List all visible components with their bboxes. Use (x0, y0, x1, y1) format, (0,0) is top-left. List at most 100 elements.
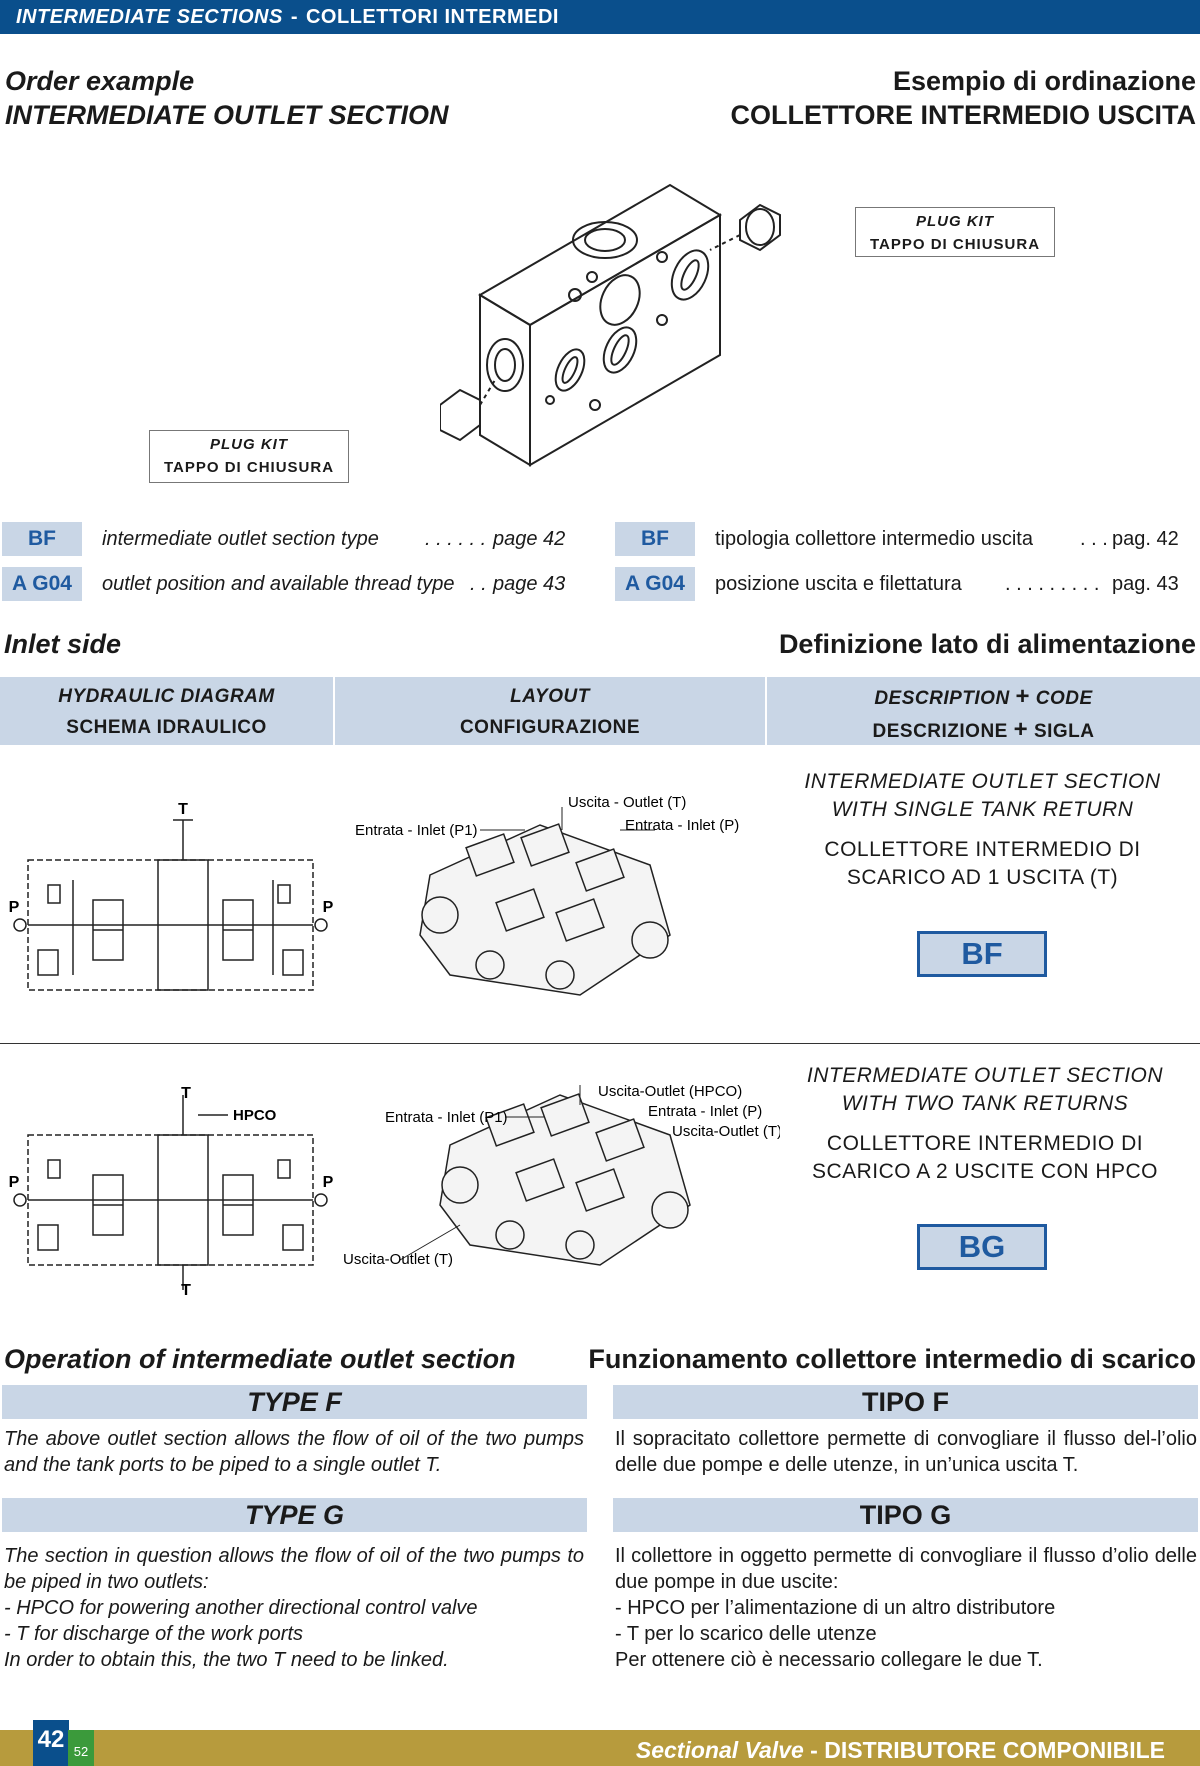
inlet-side-title: Inlet side (4, 629, 122, 659)
col1-en: HYDRAULIC DIAGRAM (58, 686, 275, 707)
code-page-en-2: page 43 (493, 573, 566, 595)
label-inlet-p-bg: Entrata - Inlet (P) (648, 1103, 762, 1120)
code-badge-ag04: A G04 (2, 567, 82, 601)
table-header: HYDRAULIC DIAGRAM SCHEMA IDRAULICO LAYOU… (0, 677, 1200, 745)
footer-dash: - (810, 1737, 818, 1763)
order-example-en: Order example INTERMEDIATE OUTLET SECTIO… (5, 64, 449, 132)
diag-hpco-bg: HPCO (233, 1107, 277, 1124)
col3-it: DESCRIZIONE (872, 721, 1008, 742)
type-g-en-line1: The section in question allows the flow … (4, 1545, 584, 1593)
footer-title: Sectional Valve - DISTRIBUTORE COMPONIBI… (636, 1730, 1165, 1766)
label-outlet-t-left-bg: Uscita-Outlet (T) (343, 1251, 453, 1268)
type-g-en-line4: In order to obtain this, the two T need … (4, 1649, 449, 1671)
diag-t-top-bg: T (181, 1085, 191, 1102)
header-title-it: COLLETTORI INTERMEDI (305, 6, 559, 28)
label-outlet-t-bf: Uscita - Outlet (T) (568, 794, 686, 811)
code-desc-en: intermediate outlet section type (102, 528, 379, 550)
code-dots-it: . . . (1080, 528, 1108, 550)
type-g-text-en: The section in question allows the flow … (4, 1543, 584, 1673)
code-page-en: page 42 (493, 528, 566, 550)
col3-en: DESCRIPTION (874, 688, 1010, 709)
desc-bg-en: INTERMEDIATE OUTLET SECTION WITH TWO TAN… (806, 1064, 1164, 1115)
col2-it: CONFIGURAZIONE (459, 717, 641, 738)
operation-title-it: Funzionamento collettore intermedio di s… (588, 1344, 1196, 1374)
type-g-bar-en: TYPE G (2, 1498, 587, 1532)
layout-drawing-bg: Entrata - Inlet (P1) Uscita-Outlet (HPCO… (343, 1083, 780, 1268)
operation-title-en: Operation of intermediate outlet section (4, 1344, 516, 1374)
code-badge-bf-it: BF (615, 522, 695, 556)
diag-p-right-bg: P (323, 1174, 334, 1191)
plug-kit-it-left: TAPPO DI CHIUSURA (163, 459, 335, 476)
col-description-code: DESCRIPTION + CODE DESCRIZIONE + SIGLA (767, 677, 1200, 745)
page-number-small: 52 (68, 1730, 94, 1766)
col3-en2: CODE (1035, 688, 1093, 709)
type-g-en-line3: - T for discharge of the work ports (4, 1623, 304, 1645)
type-f-text-it: Il sopracitato collettore permette di co… (615, 1428, 1197, 1476)
col3-plus: + (1015, 683, 1030, 710)
hydraulic-diagram-bf: T P P (9, 801, 334, 991)
col3-it2: SIGLA (1033, 721, 1095, 742)
label-outlet-hpco-bg: Uscita-Outlet (HPCO) (598, 1083, 742, 1100)
label-outlet-t-right-bg: Uscita-Outlet (T) (672, 1123, 780, 1140)
col-hydraulic-diagram: HYDRAULIC DIAGRAM SCHEMA IDRAULICO (0, 677, 333, 745)
header-bar: INTERMEDIATE SECTIONS-COLLETTORI INTERME… (0, 0, 1200, 34)
col2-en: LAYOUT (510, 686, 590, 707)
diag-p-left: P (9, 899, 20, 916)
code-desc-it-2: posizione uscita e filettatura (715, 573, 962, 595)
description-bg: INTERMEDIATE OUTLET SECTION WITH TWO TAN… (785, 1062, 1185, 1186)
type-g-en-line2: - HPCO for powering another directional … (4, 1597, 478, 1619)
desc-bf-it: COLLETTORE INTERMEDIO DI SCARICO AD 1 US… (824, 838, 1141, 889)
type-f-bar-en: TYPE F (2, 1385, 587, 1419)
col1-it: SCHEMA IDRAULICO (66, 717, 267, 738)
code-desc-en-2: outlet position and available thread typ… (102, 573, 455, 595)
label-inlet-p1-bf: Entrata - Inlet (P1) (355, 822, 478, 839)
type-g-it-line2: - HPCO per l’alimentazione di un altro d… (615, 1597, 1056, 1619)
type-f-text-en: The above outlet section allows the flow… (4, 1428, 584, 1476)
code-page-it: pag. 42 (1112, 528, 1179, 550)
type-g-text-it: Il collettore in oggetto permette di con… (615, 1543, 1197, 1673)
header-title-en: INTERMEDIATE SECTIONS (16, 6, 283, 28)
code-row-ag04: A G04 outlet position and available thre… (0, 567, 1200, 601)
code-desc-it: tipologia collettore intermedio uscita (715, 528, 1033, 550)
label-inlet-p1-bg: Entrata - Inlet (P1) (385, 1109, 508, 1126)
plug-kit-en: PLUG KIT (916, 213, 994, 230)
code-dots-en: . . . . . . (425, 528, 487, 550)
diag-p-left-bg: P (9, 1174, 20, 1191)
diag-t-bottom-bg: T (181, 1282, 191, 1299)
header-dash: - (290, 6, 298, 28)
code-dots-en-2: . . (470, 573, 487, 595)
footer-title-en: Sectional Valve (635, 1737, 804, 1763)
diag-p-right: P (323, 899, 334, 916)
inlet-side-title-it: Definizione lato di alimentazione (778, 629, 1196, 659)
layout-drawing-bf: Entrata - Inlet (P1) Uscita - Outlet (T)… (355, 794, 739, 996)
description-bf: INTERMEDIATE OUTLET SECTION WITH SINGLE … (780, 768, 1185, 892)
code-page-it-2: pag. 43 (1112, 573, 1179, 595)
col3-plus-it: + (1013, 716, 1029, 743)
code-bf-badge: BF (917, 931, 1047, 977)
code-row-bf: BF intermediate outlet section type . . … (0, 522, 1200, 556)
footer-bar: 42 52 Sectional Valve - DISTRIBUTORE COM… (0, 1720, 1200, 1766)
code-dots-it-2: . . . . . . . . . (1005, 573, 1100, 595)
table-header-separator-2 (765, 677, 767, 745)
order-example-it: Esempio di ordinazione COLLETTORE INTERM… (731, 64, 1197, 132)
order-example-subtitle-it: COLLETTORE INTERMEDIO USCITA (730, 100, 1197, 130)
code-badge-bf: BF (2, 522, 82, 556)
type-f-bar-it: TIPO F (613, 1385, 1198, 1419)
desc-bf-en: INTERMEDIATE OUTLET SECTION WITH SINGLE … (804, 770, 1161, 821)
footer-title-it: DISTRIBUTORE COMPONIBILE (824, 1737, 1165, 1763)
type-g-bar-it: TIPO G (613, 1498, 1198, 1532)
intermediate-section-drawing (440, 183, 781, 467)
order-example-subtitle: INTERMEDIATE OUTLET SECTION (5, 100, 449, 130)
plug-kit-label-left: PLUG KIT TAPPO DI CHIUSURA (149, 430, 349, 483)
order-example-title-it: Esempio di ordinazione (892, 66, 1196, 96)
type-g-it-line1: Il collettore in oggetto permette di con… (615, 1545, 1197, 1593)
hydraulic-diagram-bg: T HPCO T P P (9, 1085, 334, 1299)
desc-bg-it: COLLETTORE INTERMEDIO DI SCARICO A 2 USC… (811, 1132, 1159, 1183)
diag-t-label: T (178, 801, 188, 818)
plug-kit-en-left: PLUG KIT (210, 436, 288, 453)
label-inlet-p-bf: Entrata - Inlet (P) (625, 817, 739, 834)
type-g-it-line4: Per ottenere ciò è necessario collegare … (615, 1649, 1043, 1671)
table-header-separator (333, 677, 335, 745)
row-divider (0, 1043, 1200, 1044)
order-example-title: Order example (5, 66, 195, 96)
